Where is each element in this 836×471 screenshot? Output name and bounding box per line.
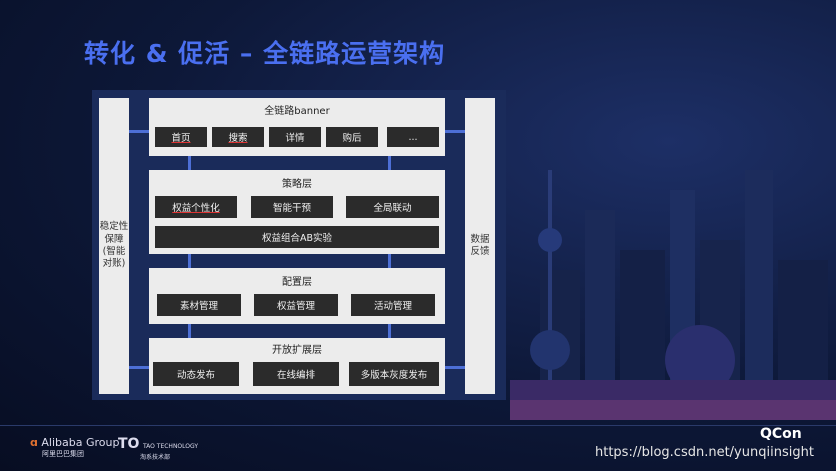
alibaba-logo: ɑ Alibaba Group 阿里巴巴集团: [30, 436, 119, 459]
tao-logo-cn: 淘系技术部: [140, 454, 171, 461]
config-item-activity: 活动管理: [351, 294, 435, 316]
strategy-item-ab-test: 权益组合AB实验: [155, 226, 439, 248]
open-item-dynamic-publish: 动态发布: [153, 362, 239, 386]
csdn-watermark: https://blog.csdn.net/yunqiinsight: [595, 445, 814, 460]
stability-guarantee-label: 稳定性 保障 (智能 对账): [99, 221, 129, 270]
banner-item-detail: 详情: [269, 127, 321, 147]
architecture-diagram: 稳定性 保障 (智能 对账) 数据 反馈 全链路banner 首页 搜索 详情 …: [92, 90, 506, 400]
footer-divider: [0, 425, 836, 426]
alibaba-logo-text: Alibaba Group: [41, 436, 120, 449]
city-skyline-illustration: [510, 170, 836, 420]
stability-guarantee-panel: 稳定性 保障 (智能 对账): [99, 98, 129, 394]
banner-item-after-purchase: 购后: [326, 127, 378, 147]
banner-layer-title: 全链路banner: [264, 106, 330, 117]
strategy-item-personalization: 权益个性化: [155, 196, 237, 218]
strategy-layer: 策略层 权益个性化 智能干预 全局联动 权益组合AB实验: [149, 170, 445, 254]
open-extension-layer: 开放扩展层 动态发布 在线编排 多版本灰度发布: [149, 338, 445, 394]
connector-right-top: [445, 130, 465, 133]
config-item-rights: 权益管理: [254, 294, 338, 316]
alibaba-logo-cn: 阿里巴巴集团: [42, 450, 84, 458]
banner-item-home: 首页: [155, 127, 207, 147]
config-layer-title: 配置层: [282, 277, 312, 288]
tao-logo-text: TAO TECHNOLOGY: [142, 443, 199, 450]
connector-v1: [188, 156, 191, 170]
banner-layer: 全链路banner 首页 搜索 详情 购后 ...: [149, 98, 445, 156]
config-item-material: 素材管理: [157, 294, 241, 316]
strategy-layer-title: 策略层: [282, 179, 312, 190]
slide-title: 转化 & 促活 – 全链路运营架构: [84, 39, 446, 68]
config-layer: 配置层 素材管理 权益管理 活动管理: [149, 268, 445, 324]
tao-technology-logo: TO TAO TECHNOLOGY 淘系技术部: [118, 436, 199, 461]
open-item-gray-release: 多版本灰度发布: [349, 362, 439, 386]
strategy-item-smart-intervention: 智能干预: [251, 196, 333, 218]
data-feedback-panel: 数据 反馈: [465, 98, 495, 394]
connector-right-bottom: [445, 366, 465, 369]
open-item-online-orchestration: 在线编排: [253, 362, 339, 386]
banner-item-search: 搜索: [212, 127, 264, 147]
tao-logo-icon: TO: [118, 436, 140, 452]
connector-v3: [188, 254, 191, 268]
open-extension-layer-title: 开放扩展层: [272, 345, 322, 356]
connector-v5: [188, 324, 191, 338]
connector-v6: [388, 324, 391, 338]
data-feedback-label: 数据 反馈: [470, 233, 490, 257]
banner-item-more: ...: [387, 127, 439, 147]
connector-v4: [388, 254, 391, 268]
strategy-item-global-linkage: 全局联动: [346, 196, 439, 218]
connector-v2: [388, 156, 391, 170]
connector-left-bottom: [129, 366, 149, 369]
connector-left-top: [129, 130, 149, 133]
alibaba-logo-icon: ɑ: [30, 436, 38, 449]
qcon-logo: QCon: [760, 426, 802, 442]
